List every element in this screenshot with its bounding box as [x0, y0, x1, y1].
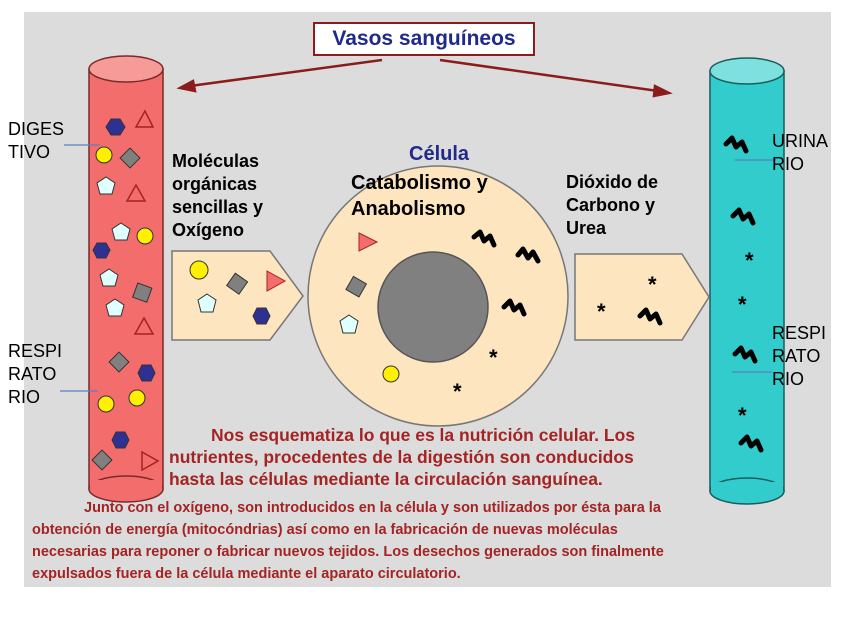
asterisk-molecule: *	[489, 345, 498, 370]
hexagon-molecule	[137, 364, 156, 382]
triangle-molecule	[141, 450, 160, 472]
triangle-molecule	[125, 183, 147, 202]
circle-molecule	[128, 389, 146, 407]
circle-molecule	[97, 395, 115, 413]
right-blood-vessel	[709, 57, 785, 505]
arrow-out-of-cell	[574, 253, 710, 341]
arrow-in-label: Moléculas orgánicas sencillas y Oxígeno	[172, 151, 264, 240]
squiggle-molecule	[501, 298, 527, 317]
square-molecule	[108, 351, 130, 373]
circle-molecule	[136, 227, 154, 245]
squiggle-molecule	[738, 434, 764, 453]
circle-molecule	[95, 146, 113, 164]
pentagon-molecule	[339, 314, 359, 334]
caption-detail: Junto con el oxígeno, son introducidos e…	[32, 500, 664, 582]
pentagon-molecule	[96, 176, 116, 195]
title-arrows	[176, 58, 673, 98]
square-molecule	[132, 282, 153, 303]
right-label-respiratorio: RESPI RATO RIO	[772, 323, 827, 389]
arrow-into-cell	[171, 250, 304, 341]
hexagon-molecule	[252, 307, 271, 325]
asterisk-molecule: *	[453, 379, 462, 404]
triangle-molecule	[134, 109, 155, 128]
title-box: Vasos sanguíneos	[313, 22, 535, 56]
asterisk-molecule: *	[738, 292, 747, 317]
squiggle-molecule	[732, 345, 758, 364]
cell-title: Célula	[409, 143, 470, 165]
circle-molecule	[189, 260, 209, 280]
square-molecule	[91, 449, 113, 471]
left-vessel-molecules	[91, 109, 160, 472]
cell	[307, 165, 569, 427]
arrow-out-label: Dióxido de Carbono y Urea	[566, 172, 659, 238]
squiggle-molecule	[723, 135, 749, 154]
asterisk-molecule: *	[738, 403, 747, 428]
asterisk-molecule: *	[745, 248, 754, 273]
squiggle-molecule	[515, 246, 541, 264]
squiggle-molecule	[637, 307, 663, 326]
pentagon-molecule	[111, 222, 131, 241]
left-label-digestivo: DIGES TIVO	[8, 119, 65, 162]
diagram-title: Vasos sanguíneos	[332, 27, 516, 50]
asterisk-molecule: *	[597, 299, 606, 324]
pentagon-molecule	[99, 268, 119, 287]
asterisk-molecule: *	[648, 272, 657, 297]
squiggle-molecule	[730, 207, 756, 226]
left-label-respiratorio: RESPI RATO RIO	[8, 341, 63, 407]
right-label-urinario: URINA RIO	[772, 131, 829, 174]
hexagon-molecule	[92, 242, 111, 259]
triangle-molecule	[133, 316, 155, 335]
pentagon-molecule	[197, 293, 217, 313]
triangle-molecule	[266, 270, 287, 292]
triangle-molecule	[358, 232, 379, 252]
hexagon-molecule	[105, 118, 126, 136]
square-molecule	[225, 272, 249, 295]
label-pointers	[60, 144, 776, 392]
squiggle-molecule	[471, 229, 497, 248]
waste-squiggles	[471, 135, 764, 453]
circle-molecule	[382, 365, 400, 383]
square-molecule	[345, 275, 368, 298]
hexagon-molecule	[111, 431, 130, 449]
nucleus	[377, 251, 489, 363]
pentagon-molecule	[105, 298, 125, 317]
square-molecule	[119, 147, 141, 169]
caption-main: Nos esquematiza lo que es la nutrición c…	[169, 425, 636, 489]
waste-asterisks: * * * * * * *	[453, 248, 754, 428]
cell-process-label: Catabolismo y Anabolismo	[351, 172, 488, 220]
